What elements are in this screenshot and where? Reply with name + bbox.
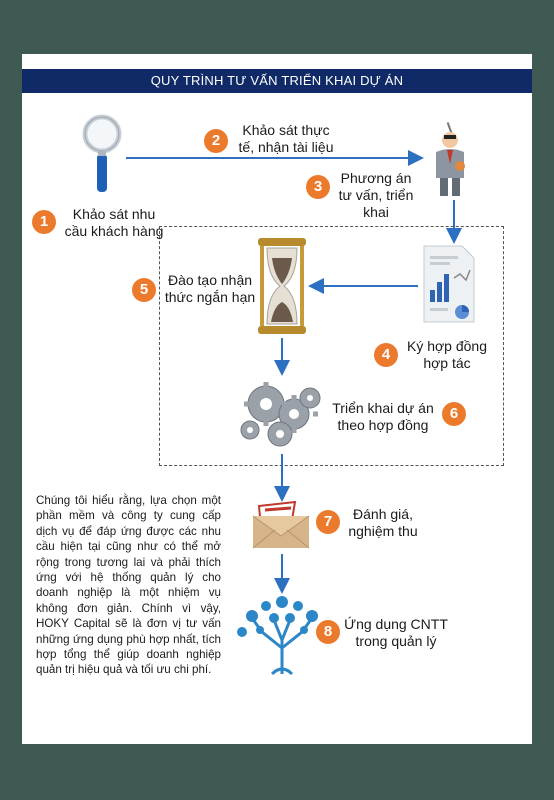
step-label-6: Triển khai dự án theo hợp đồng: [332, 400, 434, 433]
step-label-5: Đào tạo nhận thức ngắn hạn: [164, 272, 256, 305]
step-label-4: Ký hợp đồng hợp tác: [406, 338, 487, 371]
step-label-2: Khảo sát thực tế, nhận tài liệu: [238, 122, 334, 155]
step-label-8: Ứng dụng CNTT trong quản lý: [344, 616, 448, 649]
step-badge-4: 4: [374, 343, 398, 367]
description-paragraph: Chúng tôi hiểu rằng, lựa chọn một phần m…: [36, 494, 221, 677]
step-badge-5: 5: [132, 278, 156, 302]
step-badge-1: 1: [32, 210, 56, 234]
step-label-1: Khảo sát nhu cầu khách hàng: [64, 206, 164, 239]
step-badge-8: 8: [316, 620, 340, 644]
step-label-3: Phương án tư vấn, triển khai: [338, 170, 414, 220]
magnifier-icon: [82, 114, 122, 192]
tech-tree-icon: [237, 596, 327, 676]
envelope-icon: [252, 500, 310, 549]
gears-icon: [240, 382, 321, 447]
step-label-7: Đánh giá, nghiệm thu: [348, 506, 418, 539]
step-badge-7: 7: [316, 510, 340, 534]
page-title: QUY TRÌNH TƯ VẤN TRIỂN KHAI DỰ ÁN: [22, 69, 532, 93]
document-chart-icon: [423, 245, 475, 323]
flow-arrows: [126, 150, 462, 594]
step-badge-3: 3: [306, 175, 330, 199]
hourglass-icon: [258, 238, 306, 334]
dashed-group-box: [159, 226, 504, 466]
step-badge-2: 2: [204, 129, 228, 153]
step-badge-6: 6: [442, 402, 466, 426]
consultant-icon: [436, 122, 465, 196]
infographic-card: QUY TRÌNH TƯ VẤN TRIỂN KHAI DỰ ÁN: [22, 54, 532, 744]
